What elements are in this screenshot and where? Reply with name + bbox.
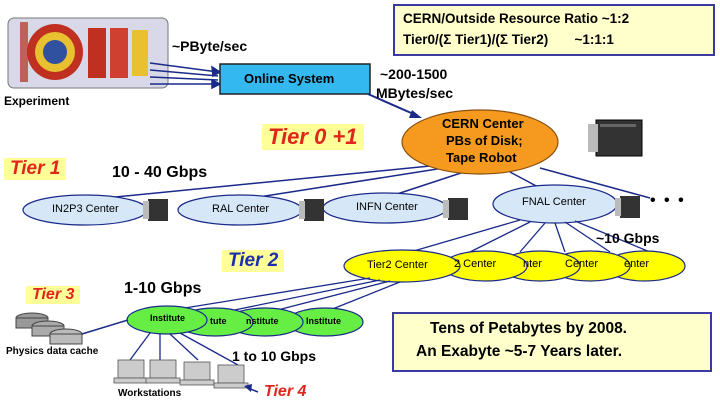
tier1-label: Tier 1: [4, 158, 67, 180]
online-rate-line1: ~200-1500: [380, 66, 448, 82]
tier3-label: Tier 3: [26, 286, 81, 304]
resource-ratio-line1: CERN/Outside Resource Ratio ~1:2: [403, 11, 630, 26]
online-system-label: Online System: [244, 71, 335, 86]
summary-box: Tens of Petabytes by 2008. An Exabyte ~5…: [392, 312, 712, 372]
tier1-center-label: RAL Center: [212, 203, 270, 215]
online-system-box: [219, 63, 371, 95]
tier4-label: Tier 4: [264, 383, 307, 400]
tier1-label-text: Tier 1: [10, 158, 61, 179]
tier2-label-text: Tier 2: [228, 250, 279, 271]
tier1-bandwidth: 10 - 40 Gbps: [112, 164, 208, 181]
tier2-center-label: 2 Center: [454, 258, 497, 270]
physics-data-cache-label: Physics data cache: [6, 346, 99, 357]
physics-data-cache-icon: [15, 312, 129, 345]
tier4-pointer-arrow: [244, 384, 259, 393]
cern-center-line2: PBs of Disk;: [446, 133, 523, 148]
cern-center-line3: Tape Robot: [446, 150, 517, 165]
experiment-detector-image: [7, 17, 169, 89]
experiment-label: Experiment: [4, 94, 70, 108]
online-to-cern-arrow: [367, 93, 422, 118]
institute-label: Institute: [306, 316, 341, 326]
tier2-center-label: Center: [565, 258, 599, 270]
tier2-center-label: enter: [624, 258, 650, 270]
experiment-to-online-arrows: [149, 62, 222, 90]
summary-line1: Tens of Petabytes by 2008.: [430, 320, 627, 337]
tier1-center-label: INFN Center: [356, 201, 418, 213]
tier0-label-text: Tier 0 +1: [268, 124, 358, 149]
tier0-label: Tier 0 +1: [262, 124, 364, 150]
tier1-center-label: FNAL Center: [522, 196, 586, 208]
cern-center-ellipse: [401, 109, 559, 175]
tier2-center-label: Tier2 Center: [367, 259, 428, 271]
institute-label: tute: [210, 316, 227, 326]
resource-ratio-line2: Tier0/(Σ Tier1)/(Σ Tier2) ~1:1:1: [403, 32, 614, 47]
tier2-to-tier3-links: [159, 277, 401, 313]
tier3-bandwidth: 1-10 Gbps: [124, 280, 202, 297]
online-rate-line2: MBytes/sec: [376, 85, 454, 101]
tier3-to-tier4-links: [129, 332, 239, 366]
tier3-label-text: Tier 3: [32, 286, 75, 303]
tier4-bandwidth: 1 to 10 Gbps: [232, 348, 317, 364]
resource-ratio-box: CERN/Outside Resource Ratio ~1:2 Tier0/(…: [393, 4, 715, 56]
institute-label: Institute: [150, 313, 185, 323]
tier2-bandwidth: ~10 Gbps: [596, 230, 660, 246]
tier2-label: Tier 2: [222, 250, 285, 272]
institute-label: nstitute: [246, 316, 279, 326]
tier0-to-tier1-links: [84, 164, 651, 201]
tier1-to-tier2-links: [399, 219, 651, 256]
tier1-center-label: IN2P3 Center: [52, 203, 119, 215]
pbyte-rate-label: ~PByte/sec: [172, 38, 248, 54]
tier2-center-ellipse: [343, 249, 461, 283]
tape-robot-image: [588, 119, 643, 157]
summary-line2: An Exabyte ~5-7 Years later.: [416, 343, 623, 360]
tier1-server-icons: [143, 196, 640, 221]
cern-center-line1: CERN Center: [442, 116, 524, 131]
tier2-center-label: nter: [523, 258, 542, 270]
tier1-more-ellipsis: • • •: [650, 192, 686, 209]
workstations-icons: [113, 359, 249, 389]
workstations-label: Workstations: [118, 388, 182, 399]
